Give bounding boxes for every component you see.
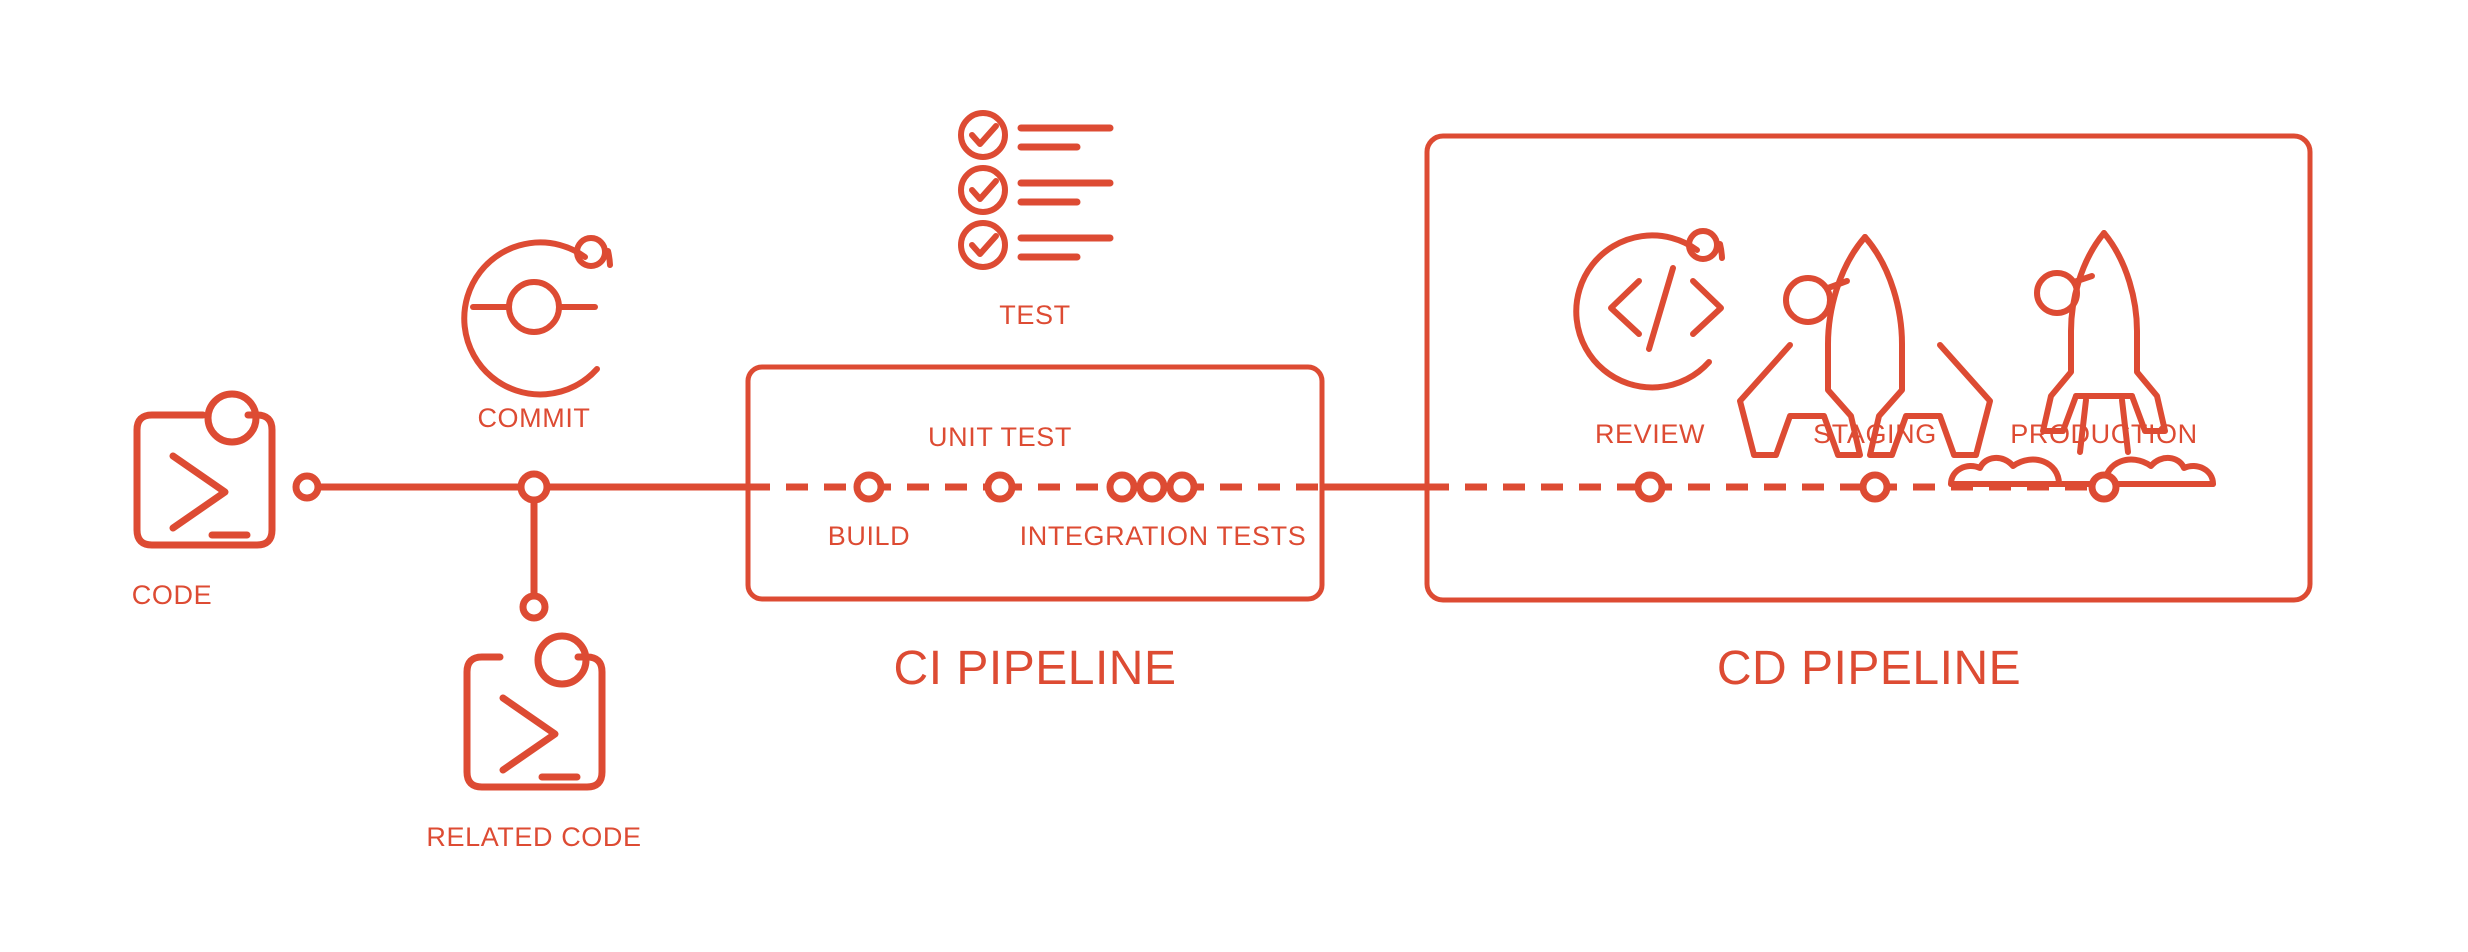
ci-pipeline-panel: [745, 364, 1325, 602]
code-label: CODE: [132, 580, 212, 610]
code-icon: [133, 390, 276, 549]
test-label: TEST: [999, 300, 1070, 330]
production-label: PRODUCTION: [2010, 419, 2198, 449]
node-review[interactable]: [1634, 471, 1666, 503]
node-integration-test-2[interactable]: [1136, 471, 1168, 503]
node-integration-test-1[interactable]: [1106, 471, 1138, 503]
node-unit-test[interactable]: [984, 471, 1016, 503]
cd-pipeline-title: CD PIPELINE: [1717, 642, 2021, 695]
node-integration-test-3[interactable]: [1166, 471, 1198, 503]
test-checklist-icon: [958, 110, 1114, 270]
node-code-entry[interactable]: [292, 472, 322, 502]
commit-label: COMMIT: [477, 403, 590, 433]
build-label: BUILD: [828, 521, 911, 551]
related-code-label: RELATED CODE: [426, 822, 641, 852]
node-staging[interactable]: [1859, 471, 1891, 503]
review-label: REVIEW: [1595, 419, 1705, 449]
node-production[interactable]: [2088, 471, 2120, 503]
staging-label: STAGING: [1813, 419, 1937, 449]
commit-icon: [461, 235, 613, 398]
unit-test-label: UNIT TEST: [928, 422, 1072, 452]
node-commit[interactable]: [517, 470, 551, 504]
node-build[interactable]: [853, 471, 885, 503]
integration-tests-label: INTEGRATION TESTS: [1020, 521, 1307, 551]
related-code-icon: [463, 632, 606, 791]
staging-rocket-icon: [1737, 234, 1993, 458]
production-rocket-launch-icon: [1948, 230, 2216, 487]
node-related-code-endpoint[interactable]: [519, 592, 549, 622]
ci-pipeline-title: CI PIPELINE: [894, 642, 1177, 695]
review-icon: [1573, 228, 1725, 391]
cd-pipeline-panel: [1424, 133, 2313, 603]
